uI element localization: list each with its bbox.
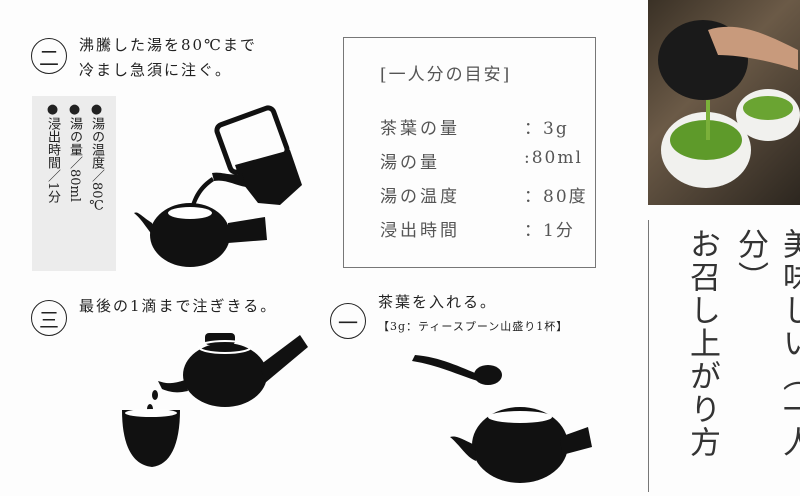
step-3-line1: 最後の1滴まで注ぎきる。 [79, 297, 278, 315]
guide-value-leaves: ：3g [524, 119, 569, 139]
step-2-line2: 冷まし急須に注ぐ。 [79, 61, 233, 79]
spec-water-amount: ●湯の量／80ml [67, 102, 82, 203]
photo-content [658, 20, 800, 188]
step-1-number-text: 一 [338, 310, 358, 335]
guide-label-water: 湯の量 [380, 153, 440, 173]
serving-guide-box: [一人分の目安] 茶葉の量 ：3g 湯の量 :80ml 湯の温度 ：80度 浸出… [343, 37, 596, 268]
kettle-pouring-illustration [134, 105, 302, 267]
step-2-line1: 沸騰した湯を80℃まで [79, 36, 257, 54]
step-1-line1: 茶葉を入れる。 [378, 293, 498, 311]
step-3-number-text: 三 [39, 307, 59, 332]
guide-value-temp: ：80度 [524, 187, 588, 207]
guide-title: [一人分の目安] [380, 65, 512, 85]
step-1-note: 【3g：ティースプーン山盛り1杯】 [378, 320, 569, 333]
step-3-number: 三 [31, 300, 67, 336]
guide-label-leaves: 茶葉の量 [380, 119, 460, 139]
step-1-number: 一 [330, 303, 366, 339]
teapot-with-spoon-illustration [412, 355, 592, 483]
spec-steep-time: ●浸出時間／1分 [45, 102, 60, 204]
guide-label-temp: 湯の温度 [380, 187, 460, 207]
step-2-number-text: 二 [39, 45, 59, 70]
guide-value-water: :80ml [524, 148, 583, 168]
title-line1: 美味しい（一人分） [732, 228, 800, 459]
guide-label-time: 浸出時間 [380, 221, 460, 241]
spec-temperature: ●湯の温度／80℃ [89, 102, 104, 214]
divider-line [648, 220, 649, 492]
step-2-number: 二 [31, 38, 67, 74]
specs-panel: ●湯の温度／80℃ ●湯の量／80ml ●浸出時間／1分 [32, 96, 116, 271]
tea-pouring-photo [648, 0, 800, 205]
title-line2: お召し上がり方 [684, 228, 720, 459]
teapot-pour-last-drop-illustration [122, 333, 308, 467]
guide-value-time: ：1分 [524, 221, 575, 241]
